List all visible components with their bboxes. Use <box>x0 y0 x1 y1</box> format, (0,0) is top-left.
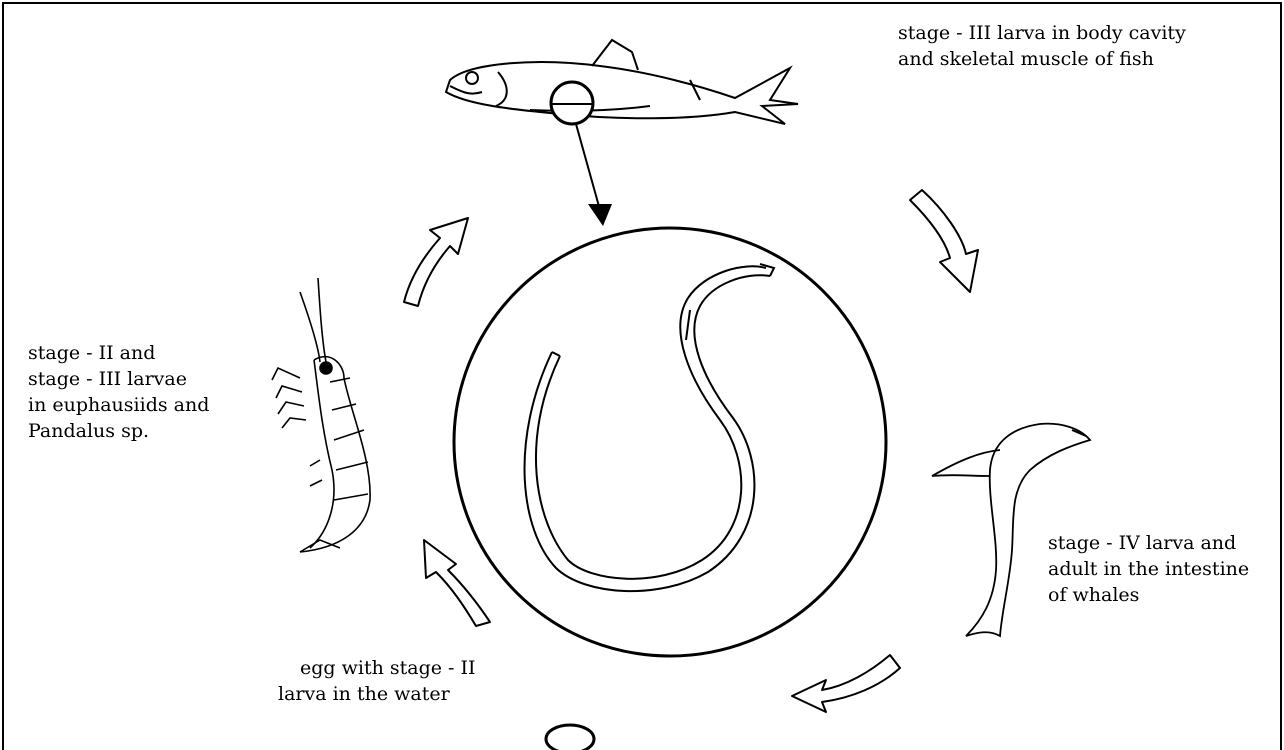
label-line: of whales <box>1048 582 1249 608</box>
fish-stage-label: stage - III larva in body cavity and ske… <box>898 20 1186 72</box>
label-line: adult in the intestine <box>1048 556 1249 582</box>
fish-icon <box>446 40 798 124</box>
egg-stage-label: egg with stage - II larva in the water <box>278 655 476 707</box>
label-line: stage - III larva in body cavity <box>898 20 1186 46</box>
central-circle <box>454 228 886 656</box>
label-line: stage - II and <box>28 340 209 366</box>
label-line: and skeletal muscle of fish <box>898 46 1186 72</box>
krill-stage-label: stage - II and stage - III larvae in eup… <box>28 340 209 444</box>
egg-icon <box>546 725 594 750</box>
label-line: Pandalus sp. <box>28 418 209 444</box>
label-line: in euphausiids and <box>28 392 209 418</box>
pointer-arrow <box>576 124 612 226</box>
label-line: stage - III larvae <box>28 366 209 392</box>
whale-stage-label: stage - IV larva and adult in the intest… <box>1048 530 1249 608</box>
krill-icon <box>272 278 370 552</box>
larva-worm-icon <box>525 264 774 591</box>
cycle-arrow-icon <box>404 190 978 712</box>
label-line: larva in the water <box>278 681 476 707</box>
label-line: egg with stage - II <box>278 655 476 681</box>
magnifier-lens-icon <box>551 82 593 124</box>
label-line: stage - IV larva and <box>1048 530 1249 556</box>
